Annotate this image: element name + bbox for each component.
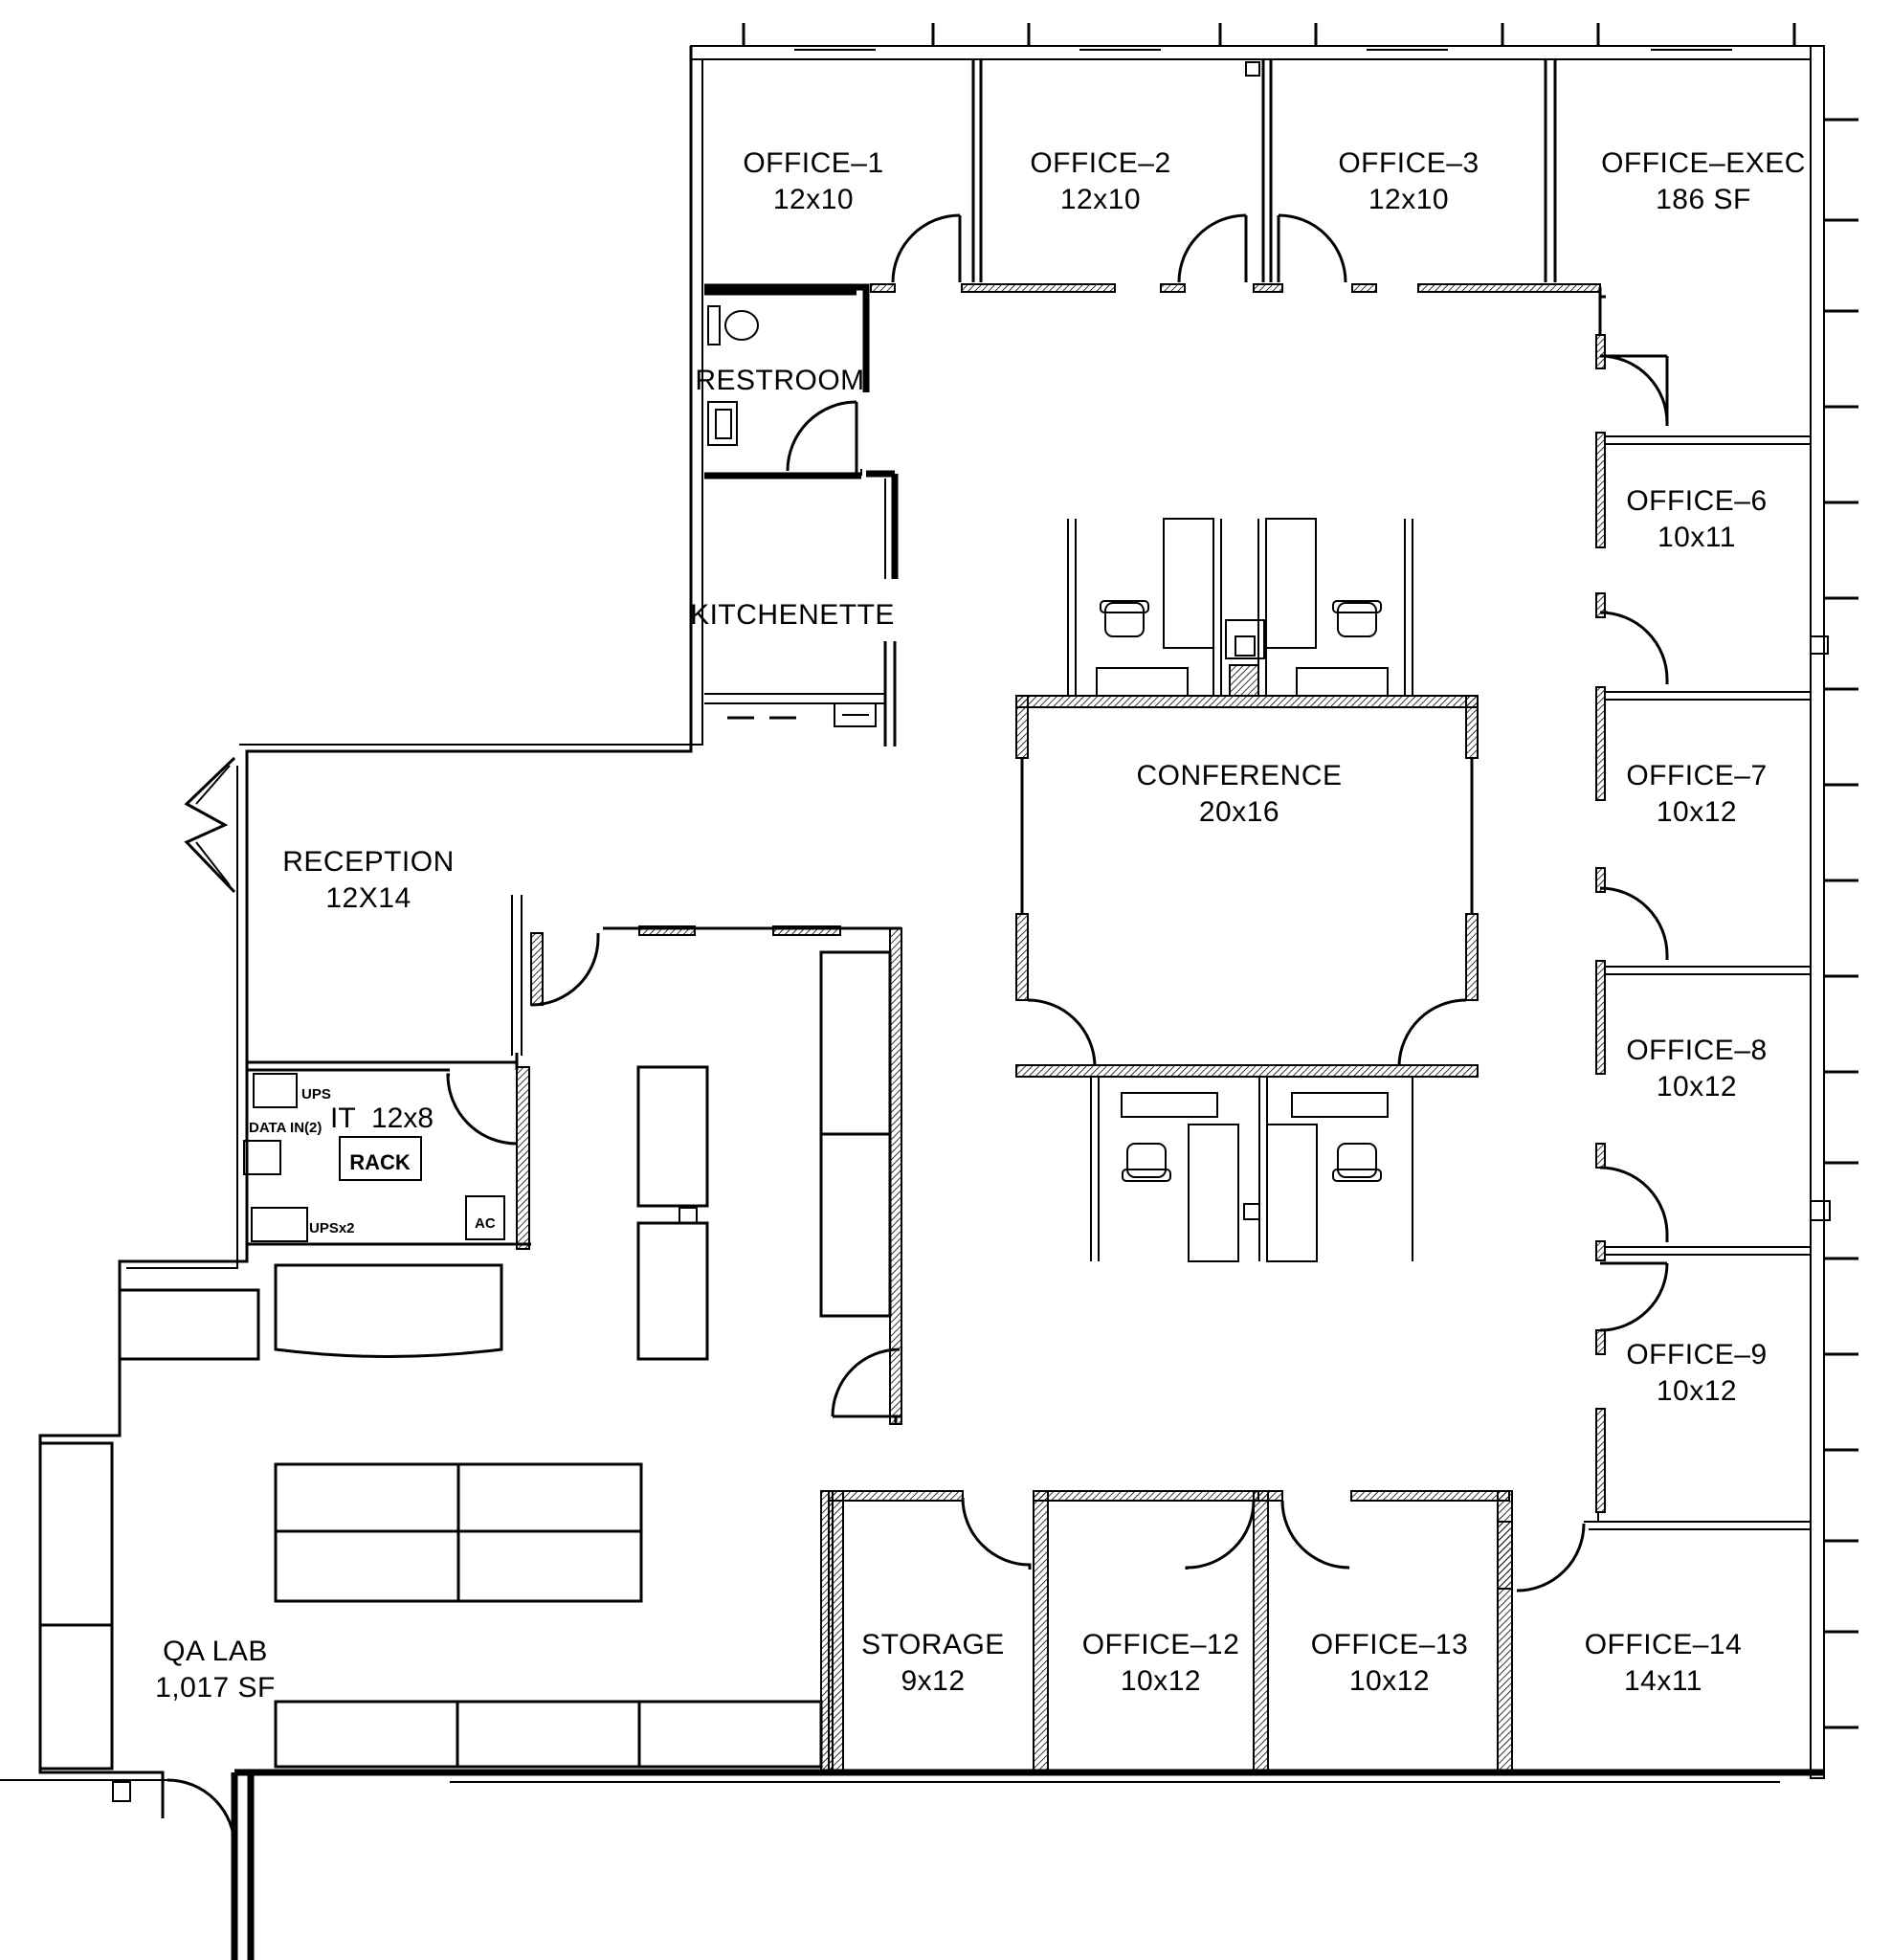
doors — [112, 213, 1669, 1848]
office-12-size: 10x12 — [1121, 1665, 1201, 1697]
office-9-name: OFFICE–9 — [1626, 1339, 1767, 1370]
storage-name: STORAGE — [861, 1629, 1005, 1660]
qa-lab-size: 1,017 SF — [155, 1672, 276, 1704]
cubicles — [1067, 518, 1413, 1262]
office-14-name: OFFICE–14 — [1585, 1629, 1743, 1660]
office-6-size: 10x11 — [1657, 522, 1736, 553]
office-13-size: 10x12 — [1349, 1665, 1430, 1697]
office-exec-name: OFFICE–EXEC — [1601, 147, 1806, 179]
room-labels: OFFICE–1 12x10 OFFICE–2 12x10 OFFICE–3 1… — [155, 147, 1806, 1704]
office-3-name: OFFICE–3 — [1338, 147, 1479, 179]
ups-label: UPS — [301, 1086, 331, 1102]
data-in-label: DATA IN(2) — [249, 1120, 322, 1136]
office-14-size: 14x11 — [1624, 1665, 1702, 1697]
qa-lab-name: QA LAB — [163, 1636, 268, 1667]
office-2-size: 12x10 — [1060, 184, 1141, 215]
interior-walls — [247, 59, 1831, 1771]
office-8-name: OFFICE–8 — [1626, 1035, 1767, 1066]
restroom-fixtures — [707, 305, 759, 446]
office-1-name: OFFICE–1 — [743, 147, 883, 179]
equipment-labels: UPS DATA IN(2) UPSx2 RACK AC — [249, 1086, 496, 1236]
conference-size: 20x16 — [1199, 796, 1279, 828]
reception-size: 12X14 — [325, 882, 411, 914]
office-7-size: 10x12 — [1657, 796, 1737, 828]
storage-size: 9x12 — [901, 1665, 965, 1697]
office-8-size: 10x12 — [1657, 1071, 1737, 1102]
it-room-size: 12x8 — [371, 1102, 434, 1134]
office-2-name: OFFICE–2 — [1030, 147, 1170, 179]
office-13-name: OFFICE–13 — [1311, 1629, 1469, 1660]
office-1-size: 12x10 — [773, 184, 854, 215]
it-room-name: IT — [330, 1102, 356, 1134]
reception-name: RECEPTION — [282, 846, 455, 878]
conference-name: CONFERENCE — [1136, 760, 1342, 791]
ac-label: AC — [475, 1215, 496, 1232]
restroom-name: RESTROOM — [695, 365, 864, 396]
it-equipment — [243, 1073, 505, 1242]
ups-x2-label: UPSx2 — [309, 1220, 355, 1236]
office-7-name: OFFICE–7 — [1626, 760, 1767, 791]
exterior-walls — [0, 23, 1858, 1960]
office-9-size: 10x12 — [1657, 1375, 1737, 1407]
office-12-name: OFFICE–12 — [1082, 1629, 1240, 1660]
lab-furniture — [38, 950, 892, 1771]
rack-label: RACK — [349, 1150, 411, 1174]
office-3-size: 12x10 — [1368, 184, 1449, 215]
office-exec-size: 186 SF — [1656, 184, 1751, 215]
kitchenette-name: KITCHENETTE — [690, 599, 895, 631]
office-6-name: OFFICE–6 — [1626, 485, 1767, 517]
